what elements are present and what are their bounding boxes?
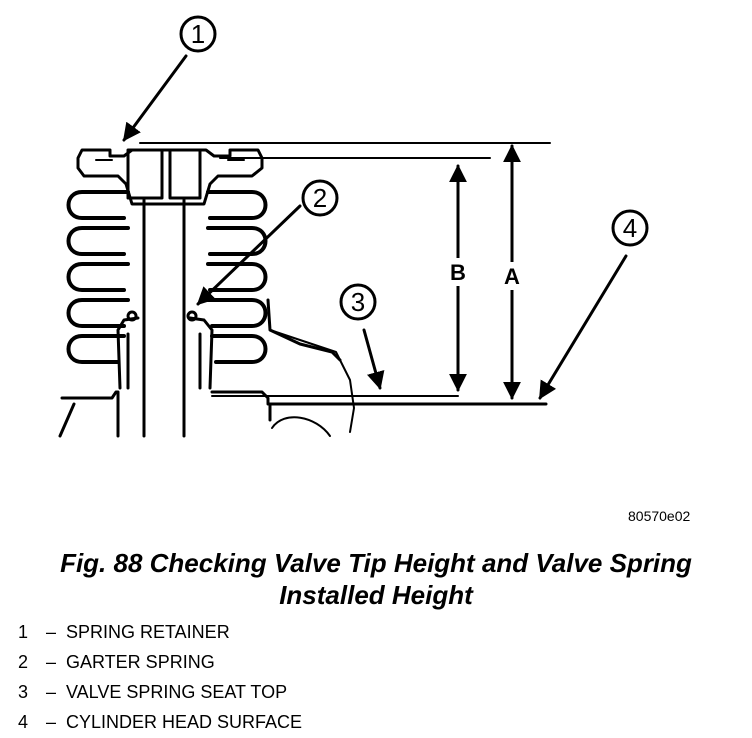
legend-item: 4–CYLINDER HEAD SURFACE [18, 707, 302, 737]
dimension-a-label: A [504, 264, 520, 289]
callout-2-number: 2 [313, 183, 327, 213]
callout-1-number: 1 [191, 19, 205, 49]
legend-item-text: VALVE SPRING SEAT TOP [66, 682, 288, 702]
figure-caption-line-1: Fig. 88 Checking Valve Tip Height and Va… [60, 548, 692, 578]
figure-caption-line-2: Installed Height [279, 580, 473, 610]
legend-item: 2–GARTER SPRING [18, 647, 302, 677]
callout-4-number: 4 [623, 213, 637, 243]
valve-keepers [126, 148, 202, 200]
garter-spring-ring [186, 310, 198, 322]
valve-spring-diagram: A B 1 2 3 4 [58, 15, 649, 438]
legend-item-text: CYLINDER HEAD SURFACE [66, 712, 303, 732]
valve-stem-seal [116, 310, 214, 390]
legend-item: 1–SPRING RETAINER [18, 617, 302, 647]
callout-3: 3 [339, 283, 385, 390]
dimension-b: B [446, 164, 470, 392]
dimension-reference-lines [139, 142, 551, 159]
dimension-b-label: B [450, 260, 466, 285]
callout-4: 4 [538, 209, 649, 400]
legend-item: 3–VALVE SPRING SEAT TOP [18, 677, 302, 707]
legend-item-text: GARTER SPRING [66, 652, 215, 672]
callout-1: 1 [122, 15, 217, 142]
legend-item-dash: – [45, 682, 56, 702]
legend-item-number: 3 [18, 682, 29, 702]
legend-item-number: 2 [18, 652, 29, 672]
callout-2: 2 [196, 179, 339, 306]
legend-item-dash: – [45, 622, 56, 642]
legend-item-dash: – [45, 652, 56, 672]
cylinder-head [58, 298, 548, 438]
dimension-a: A [500, 144, 524, 400]
legend-item-dash: – [45, 712, 56, 732]
legend-item-number: 1 [18, 622, 29, 642]
legend-item-number: 4 [18, 712, 29, 732]
garter-spring-ring [126, 310, 138, 322]
figure-code: 80570e02 [628, 508, 691, 524]
callout-3-number: 3 [351, 287, 365, 317]
valve-spring-coils [66, 190, 268, 364]
legend-item-text: SPRING RETAINER [66, 622, 230, 642]
valve-stem [142, 198, 186, 438]
legend-list: 1–SPRING RETAINER 2–GARTER SPRING 3–VALV… [18, 617, 302, 737]
